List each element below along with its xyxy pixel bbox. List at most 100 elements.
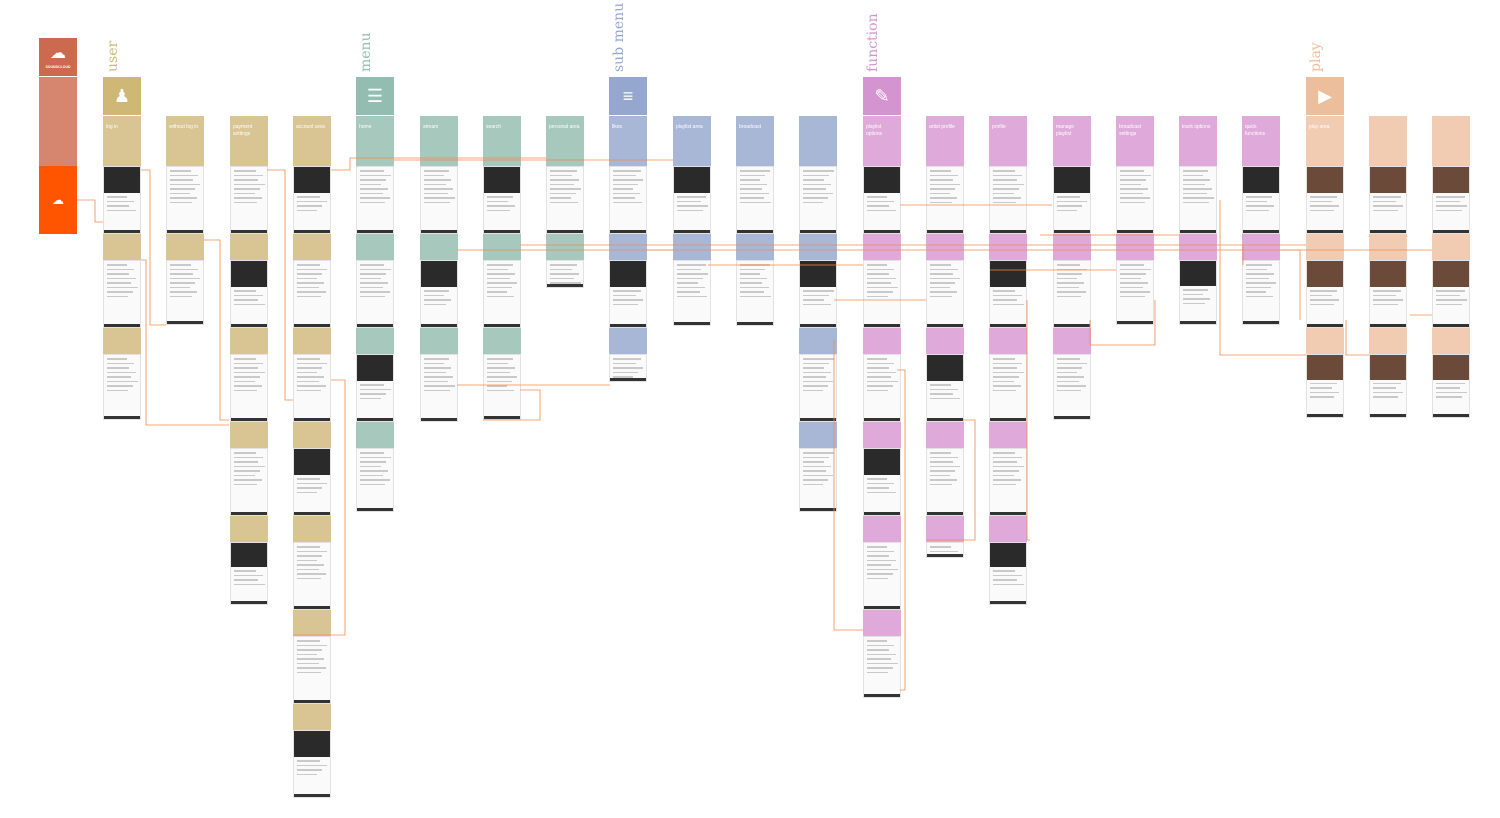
- app-screen[interactable]: [103, 260, 141, 328]
- app-screen[interactable]: [799, 260, 837, 328]
- flow-connector: [1026, 300, 1030, 541]
- app-screen[interactable]: [989, 542, 1027, 605]
- app-screen[interactable]: [293, 260, 331, 328]
- app-screen[interactable]: [1053, 354, 1091, 420]
- app-screen[interactable]: [989, 354, 1027, 422]
- app-screen[interactable]: [1179, 260, 1217, 325]
- app-screen[interactable]: [863, 448, 901, 516]
- section-tile: log in: [103, 116, 141, 166]
- app-screen[interactable]: [420, 354, 458, 422]
- menu-icon: ☰: [356, 77, 394, 115]
- app-screen[interactable]: [609, 354, 647, 382]
- app-screen[interactable]: [293, 448, 331, 516]
- section-band: [356, 422, 394, 448]
- app-screen[interactable]: [1306, 166, 1344, 234]
- app-screen[interactable]: [293, 354, 331, 422]
- app-screen[interactable]: [926, 166, 964, 234]
- section-band: [166, 234, 204, 260]
- app-screen[interactable]: [546, 260, 584, 288]
- app-screen[interactable]: [103, 354, 141, 420]
- app-screen[interactable]: [736, 166, 774, 234]
- app-screen[interactable]: [1432, 260, 1470, 328]
- app-screen[interactable]: [863, 542, 901, 610]
- app-screen[interactable]: [799, 448, 837, 512]
- section-band: [863, 610, 901, 636]
- app-screen[interactable]: [230, 260, 268, 328]
- app-screen[interactable]: [1369, 260, 1407, 328]
- flow-column: home: [356, 116, 394, 512]
- app-screen[interactable]: [1242, 260, 1280, 325]
- app-screen[interactable]: [799, 166, 837, 234]
- app-screen[interactable]: [1179, 166, 1217, 234]
- app-screen[interactable]: [926, 354, 964, 422]
- app-screen[interactable]: [673, 166, 711, 234]
- app-screen[interactable]: [230, 166, 268, 234]
- app-screen[interactable]: [356, 166, 394, 234]
- app-screen[interactable]: [926, 448, 964, 516]
- app-screen[interactable]: [356, 260, 394, 328]
- section-band: [293, 328, 331, 354]
- app-screen[interactable]: [293, 730, 331, 798]
- section-band: [103, 234, 141, 260]
- app-screen[interactable]: [1432, 166, 1470, 234]
- app-screen[interactable]: [293, 166, 331, 234]
- flow-column: without log in: [166, 116, 204, 325]
- app-screen[interactable]: [1369, 166, 1407, 234]
- section-band: [1306, 328, 1344, 354]
- app-screen[interactable]: [546, 166, 584, 234]
- section-tile: broadcast: [736, 116, 774, 166]
- app-screen[interactable]: [1369, 354, 1407, 418]
- app-screen[interactable]: [926, 260, 964, 328]
- section-band: [1432, 328, 1470, 354]
- app-screen[interactable]: [103, 166, 141, 234]
- section-tile: [799, 116, 837, 166]
- app-screen[interactable]: [483, 260, 521, 328]
- app-screen[interactable]: [230, 448, 268, 516]
- flow-connector: [141, 169, 166, 326]
- category-title: function: [865, 13, 881, 72]
- app-screen[interactable]: [736, 260, 774, 326]
- app-screen[interactable]: [420, 166, 458, 234]
- section-band: [230, 328, 268, 354]
- flow-connector: [267, 169, 293, 401]
- app-screen[interactable]: [989, 166, 1027, 234]
- app-screen[interactable]: [1432, 354, 1470, 418]
- app-screen[interactable]: [609, 260, 647, 328]
- app-screen[interactable]: [293, 542, 331, 610]
- section-tile: payment settings: [230, 116, 268, 166]
- soundcloud-logo: ☁ SOUNDCLOUD: [39, 38, 77, 76]
- app-screen[interactable]: [1053, 166, 1091, 234]
- app-screen[interactable]: [483, 166, 521, 234]
- app-screen[interactable]: [230, 354, 268, 422]
- app-screen[interactable]: [863, 354, 901, 422]
- app-screen[interactable]: [799, 354, 837, 422]
- app-screen[interactable]: [166, 260, 204, 325]
- app-screen[interactable]: [609, 166, 647, 234]
- app-screen[interactable]: [1053, 260, 1091, 328]
- section-band: [356, 234, 394, 260]
- app-screen[interactable]: [1306, 260, 1344, 328]
- app-screen[interactable]: [863, 636, 901, 698]
- app-screen[interactable]: [1116, 166, 1154, 234]
- app-screen[interactable]: [989, 448, 1027, 516]
- app-screen[interactable]: [293, 636, 331, 704]
- app-screen[interactable]: [483, 354, 521, 420]
- app-screen[interactable]: [1242, 166, 1280, 234]
- app-screen[interactable]: [166, 166, 204, 234]
- app-screen[interactable]: [863, 260, 901, 328]
- app-screen[interactable]: [926, 542, 964, 558]
- app-screen[interactable]: [420, 260, 458, 328]
- app-screen[interactable]: [356, 354, 394, 422]
- soundcloud-launch-screen[interactable]: ☁: [39, 166, 77, 234]
- app-screen[interactable]: [230, 542, 268, 605]
- flow-column: likes: [609, 116, 647, 382]
- app-screen[interactable]: [673, 260, 711, 326]
- user-icon: ♟: [103, 77, 141, 115]
- flow-column: payment settings: [230, 116, 268, 605]
- app-screen[interactable]: [356, 448, 394, 512]
- app-screen[interactable]: [989, 260, 1027, 328]
- app-screen[interactable]: [863, 166, 901, 234]
- app-screen[interactable]: [1116, 260, 1154, 325]
- app-screen[interactable]: [1306, 354, 1344, 418]
- section-band: [863, 328, 901, 354]
